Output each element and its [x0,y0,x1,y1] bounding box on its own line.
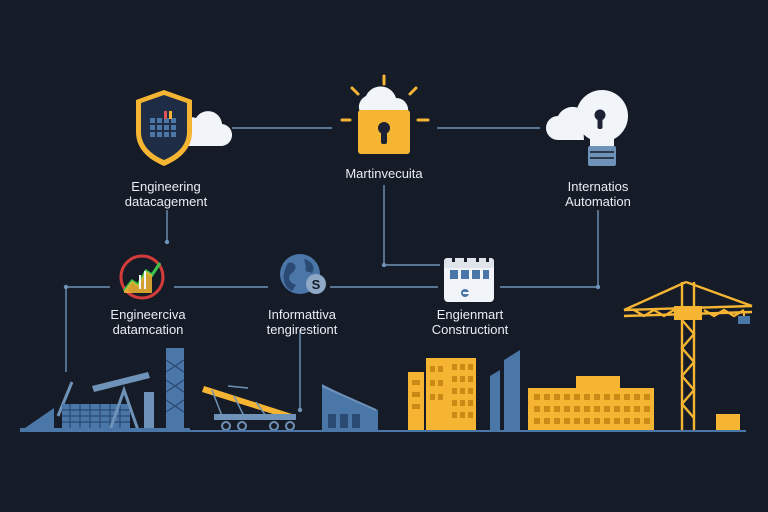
connector-dot [595,284,601,290]
calendar-dashboard-icon [444,255,494,302]
label-line: tengirestiont [266,322,338,337]
cloud-lightbulb-icon [546,90,628,166]
label-line: Engienmart [436,307,504,322]
tower-crane-icon [623,280,753,430]
svg-text:S: S [312,277,321,292]
blue-towers-icon [490,350,520,430]
office-buildings-icon [408,358,476,430]
ground-line [20,430,746,432]
trend-chart-icon [119,254,165,300]
connector-dot [297,407,303,413]
label-line: Constructiont [431,322,509,337]
connector-line [500,210,599,288]
globe-icon: S [280,254,326,294]
label-line: Martinvecuita [345,166,423,181]
industrial-skyline [20,348,746,432]
node-label-security: Martinvecuita [324,166,444,181]
node-label-automation: Internatios Automation [544,179,652,209]
node-label-datamcation: Engineerciva datamcation [92,307,204,337]
node-label-construction: Engienmart Constructiont [414,307,526,337]
crane-truck-icon [202,385,296,431]
small-block-icon [716,414,740,430]
shield-database-cloud-icon [136,90,233,166]
label-line: Informattiva [268,307,336,322]
node-label-informatics: Informattiva tengirestiont [246,307,358,337]
label-line: Internatios [567,179,629,194]
connector-dot [63,284,69,290]
oil-pump-icon [20,348,190,432]
label-line: datamcation [112,322,184,337]
connector-dot [381,262,387,268]
label-line: Engineering [131,179,201,194]
warehouse-icon [321,384,378,430]
connector-line [383,185,440,266]
label-line: Engineerciva [110,307,186,322]
cloud-padlock-icon [340,74,430,154]
label-line: Automation [565,194,631,209]
node-label-engineering-data: Engineering datacagement [110,179,222,209]
factory-building-icon [528,376,654,430]
label-line: datacagement [124,194,208,209]
connector-dot [164,239,170,245]
